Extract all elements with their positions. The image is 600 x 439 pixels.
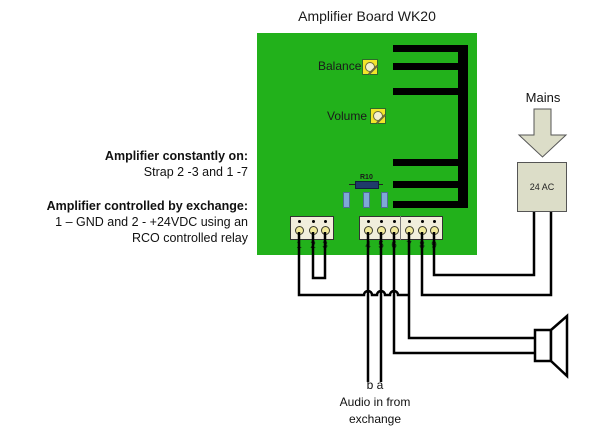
wire-1-to-7: [297, 232, 409, 297]
volume-label: Volume: [327, 109, 368, 123]
wire-strap-2-3: [311, 232, 327, 280]
speaker-cone: [549, 313, 569, 379]
wire-9-transformer: [432, 212, 536, 277]
capacitor: [363, 192, 370, 208]
mains-arrow-icon: [517, 108, 568, 158]
wire-7-speaker: [407, 232, 536, 340]
capacitor: [381, 192, 388, 208]
heat-sink-fin: [393, 88, 463, 95]
note-controlled-line2: RCO controlled relay: [131, 231, 248, 245]
mains-label: Mains: [525, 90, 561, 105]
note-constant-text: Strap 2 -3 and 1 -7: [143, 165, 248, 179]
speaker-icon: [533, 313, 569, 379]
resistor-body: [355, 181, 379, 189]
balance-potentiometer[interactable]: [362, 59, 378, 75]
note-controlled-heading: Amplifier controlled by exchange:: [46, 199, 248, 213]
heat-sink-fin: [393, 181, 463, 188]
heat-sink-fin: [393, 45, 463, 52]
transformer-label: 24 AC: [529, 182, 555, 192]
audio-label-line2: exchange: [348, 412, 402, 426]
trimmer-icon: [365, 62, 378, 75]
heat-sink-fin: [393, 201, 463, 208]
terminal-dot: [311, 220, 315, 223]
terminal-dot: [366, 220, 370, 223]
heat-sink: [393, 45, 469, 208]
terminal-dot: [379, 220, 383, 223]
terminal-dot: [392, 220, 396, 223]
volume-potentiometer[interactable]: [370, 108, 386, 124]
terminal-dot: [323, 220, 327, 223]
note-constant-heading: Amplifier constantly on:: [104, 149, 248, 163]
diagram-title: Amplifier Board WK20: [298, 8, 436, 24]
wire-8-transformer: [420, 212, 553, 297]
terminal-dot: [407, 220, 411, 223]
heat-sink-spine: [458, 45, 468, 208]
note-controlled: Amplifier controlled by exchange: 1 – GN…: [47, 198, 248, 246]
note-controlled-line1: 1 – GND and 2 - +24VDC using an: [55, 215, 248, 229]
balance-label: Balance: [318, 59, 362, 73]
heat-sink-fin: [393, 63, 463, 70]
capacitor: [343, 192, 350, 208]
heat-sink-fin: [393, 159, 463, 166]
terminal-block-b: [359, 216, 443, 240]
resistor-label: R10: [360, 174, 373, 181]
trimmer-icon: [373, 111, 386, 124]
transformer-24ac: 24 AC: [517, 162, 567, 212]
wire-6-speaker: [392, 232, 536, 355]
terminal-dot: [420, 220, 424, 223]
terminal-dot: [297, 220, 301, 223]
terminal-block-divider: [400, 216, 401, 240]
audio-pair-label: b a: [366, 378, 384, 392]
terminal-dot: [432, 220, 436, 223]
speaker-magnet: [533, 328, 553, 363]
note-constant: Amplifier constantly on: Strap 2 -3 and …: [105, 148, 248, 180]
audio-label-line1: Audio in from: [339, 395, 411, 409]
